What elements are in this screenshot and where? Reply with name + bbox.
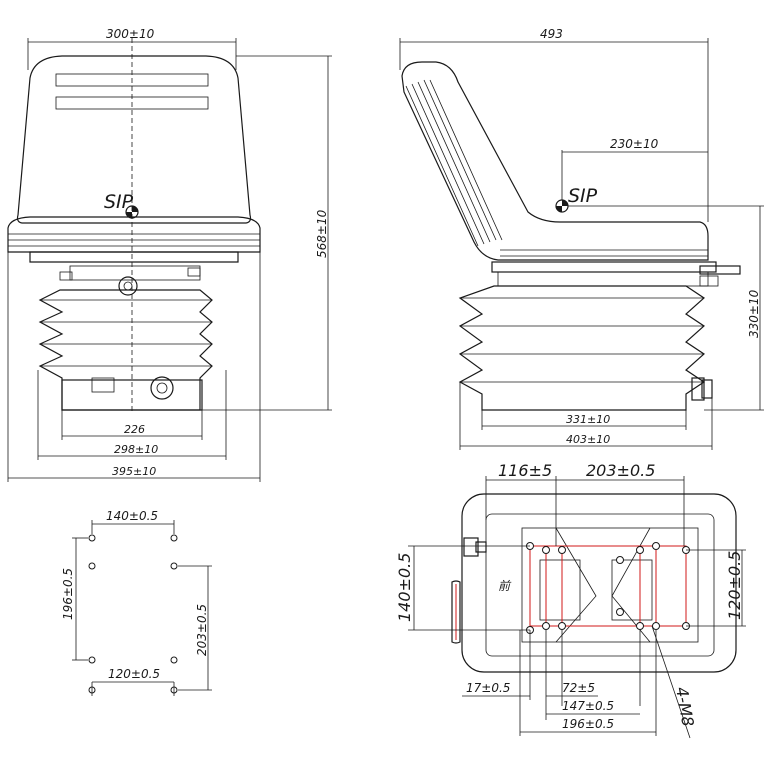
side-sip-offset: 230±10 bbox=[610, 137, 659, 151]
front-width-top: 300±10 bbox=[106, 27, 155, 41]
bottom-left-vertical: 140±0.5 bbox=[395, 553, 414, 622]
side-depth-total: 493 bbox=[540, 27, 563, 41]
mount-pattern: 140±0.5 196±0.5 203±0.5 120±0.5 bbox=[61, 509, 212, 696]
front-base-mid: 298±10 bbox=[114, 443, 158, 456]
front-base-outer: 395±10 bbox=[112, 465, 156, 478]
bottom-offset-b: 203±0.5 bbox=[586, 461, 655, 480]
bottom-offset-a: 116±5 bbox=[498, 461, 552, 480]
front-sip-label: SIP bbox=[104, 191, 134, 213]
front-view: SIP 300±10 568±10 226 298±10 395±10 bbox=[7, 27, 332, 482]
side-sip-label: SIP bbox=[568, 185, 598, 207]
bottom-right-vertical: 120±0.5 bbox=[725, 551, 744, 620]
front-base-inner: 226 bbox=[124, 423, 145, 436]
bottom-bolt-spec: 4-M8 bbox=[672, 685, 698, 728]
bottom-dim-196: 196±0.5 bbox=[562, 717, 614, 731]
side-sip-height: 330±10 bbox=[747, 289, 761, 338]
side-backrest-ribs bbox=[405, 79, 503, 247]
bottom-view: 前 116±5 203±0.5 140±0.5 bbox=[395, 461, 746, 739]
mount-left-vertical: 196±0.5 bbox=[61, 568, 75, 620]
bottom-dim-17: 17±0.5 bbox=[466, 681, 510, 695]
mount-right-vertical: 203±0.5 bbox=[195, 604, 209, 656]
bottom-stamp: 前 bbox=[498, 579, 512, 593]
side-cushion-ribs bbox=[500, 249, 708, 257]
front-cushion-ribs bbox=[8, 233, 260, 247]
mount-bottom-spacing: 120±0.5 bbox=[108, 667, 160, 681]
front-height-total: 568±10 bbox=[315, 209, 329, 258]
bottom-dim-72: 72±5 bbox=[562, 681, 595, 695]
side-base-inner: 331±10 bbox=[566, 413, 610, 426]
bottom-dim-147: 147±0.5 bbox=[562, 699, 614, 713]
side-view: SIP 493 230±10 330±10 331±10 403±10 bbox=[399, 27, 764, 450]
side-base-outer: 403±10 bbox=[566, 433, 610, 446]
mount-top-spacing: 140±0.5 bbox=[106, 509, 158, 523]
